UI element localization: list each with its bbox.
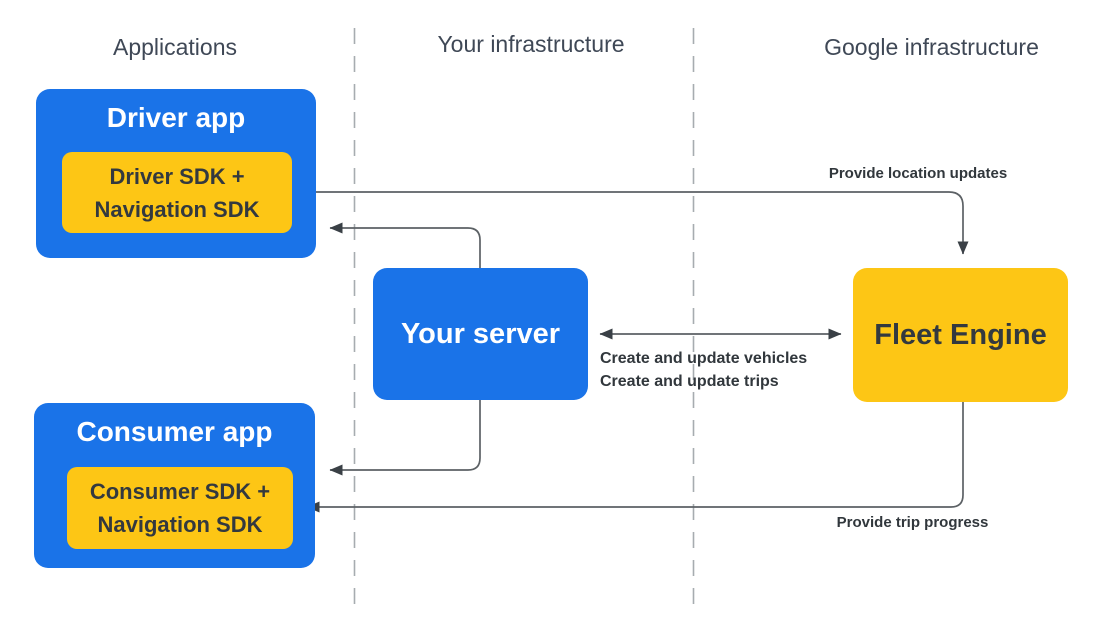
driver-sdk-label-line2: Navigation SDK — [94, 196, 260, 222]
fleet-engine-title: Fleet Engine — [874, 319, 1047, 351]
driver-app-node: Driver app Driver SDK + Navigation SDK — [36, 89, 316, 258]
edge-label-provide-location-updates: Provide location updates — [828, 165, 1008, 182]
consumer-sdk-node: Consumer SDK + Navigation SDK — [67, 467, 293, 549]
your-server-node: Your server — [373, 268, 588, 400]
consumer-app-node: Consumer app Consumer SDK + Navigation S… — [34, 403, 315, 568]
fleet-engine-node: Fleet Engine — [853, 268, 1068, 402]
consumer-sdk-label-line2: Navigation SDK — [97, 512, 263, 537]
arrow-provide-trip-progress — [306, 402, 964, 513]
arrow-server-to-driver-app — [329, 222, 481, 268]
consumer-sdk-label-line1: Consumer SDK + — [89, 479, 271, 504]
edge-label-create-and-update: Create and update vehicles Create and up… — [600, 347, 807, 393]
edge-label-create-and-update-vehicles: Create and update vehicles — [600, 350, 808, 367]
arrow-provide-location-updates — [292, 191, 969, 255]
column-header-google-infrastructure: Google infrastructure — [824, 34, 1039, 60]
your-server-title: Your server — [400, 318, 561, 350]
edge-label-create-and-update-trips: Create and update trips — [600, 373, 779, 390]
column-header-your-infrastructure: Your infrastructure — [437, 31, 625, 57]
arrow-server-to-consumer-app — [329, 400, 481, 476]
column-header-applications: Applications — [112, 34, 238, 60]
driver-app-title: Driver app — [106, 102, 246, 133]
driver-sdk-node: Driver SDK + Navigation SDK — [62, 152, 292, 233]
consumer-app-title: Consumer app — [76, 416, 273, 447]
driver-sdk-label-line1: Driver SDK + — [109, 163, 245, 189]
edge-label-provide-trip-progress: Provide trip progress — [836, 514, 989, 531]
